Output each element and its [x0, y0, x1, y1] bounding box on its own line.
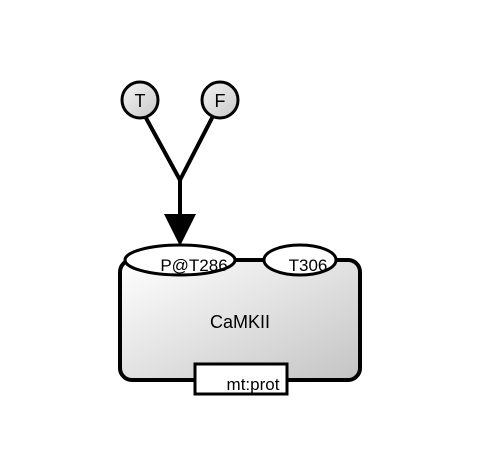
input-f-circle — [200, 80, 240, 120]
input-f[interactable]: F — [200, 80, 240, 120]
state-variable-t306-label: T306 — [289, 256, 328, 275]
state-variable-p-t286[interactable]: P@T286 — [123, 243, 237, 277]
unit-of-information-label: mt:prot — [227, 375, 280, 394]
state-variable-p-t286-label: P@T286 — [160, 256, 227, 275]
unit-of-information[interactable]: mt:prot — [193, 362, 289, 396]
state-variable-t306-shape — [262, 243, 338, 277]
state-variable-p-t286-shape — [123, 243, 237, 277]
camkii-node-label: CaMKII — [210, 312, 270, 332]
edge-f-to-junction[interactable] — [178, 116, 214, 182]
input-t-label: T — [135, 91, 146, 111]
input-t[interactable]: T — [120, 80, 160, 120]
camkii-node[interactable]: CaMKII — [118, 258, 362, 382]
state-variable-t306[interactable]: T306 — [262, 243, 338, 277]
input-edges — [144, 116, 214, 246]
edge-t-to-junction[interactable] — [144, 116, 182, 182]
input-t-circle — [120, 80, 160, 120]
input-f-label: F — [215, 91, 226, 111]
unit-of-information-box — [193, 362, 289, 396]
arrow-head — [164, 214, 196, 246]
